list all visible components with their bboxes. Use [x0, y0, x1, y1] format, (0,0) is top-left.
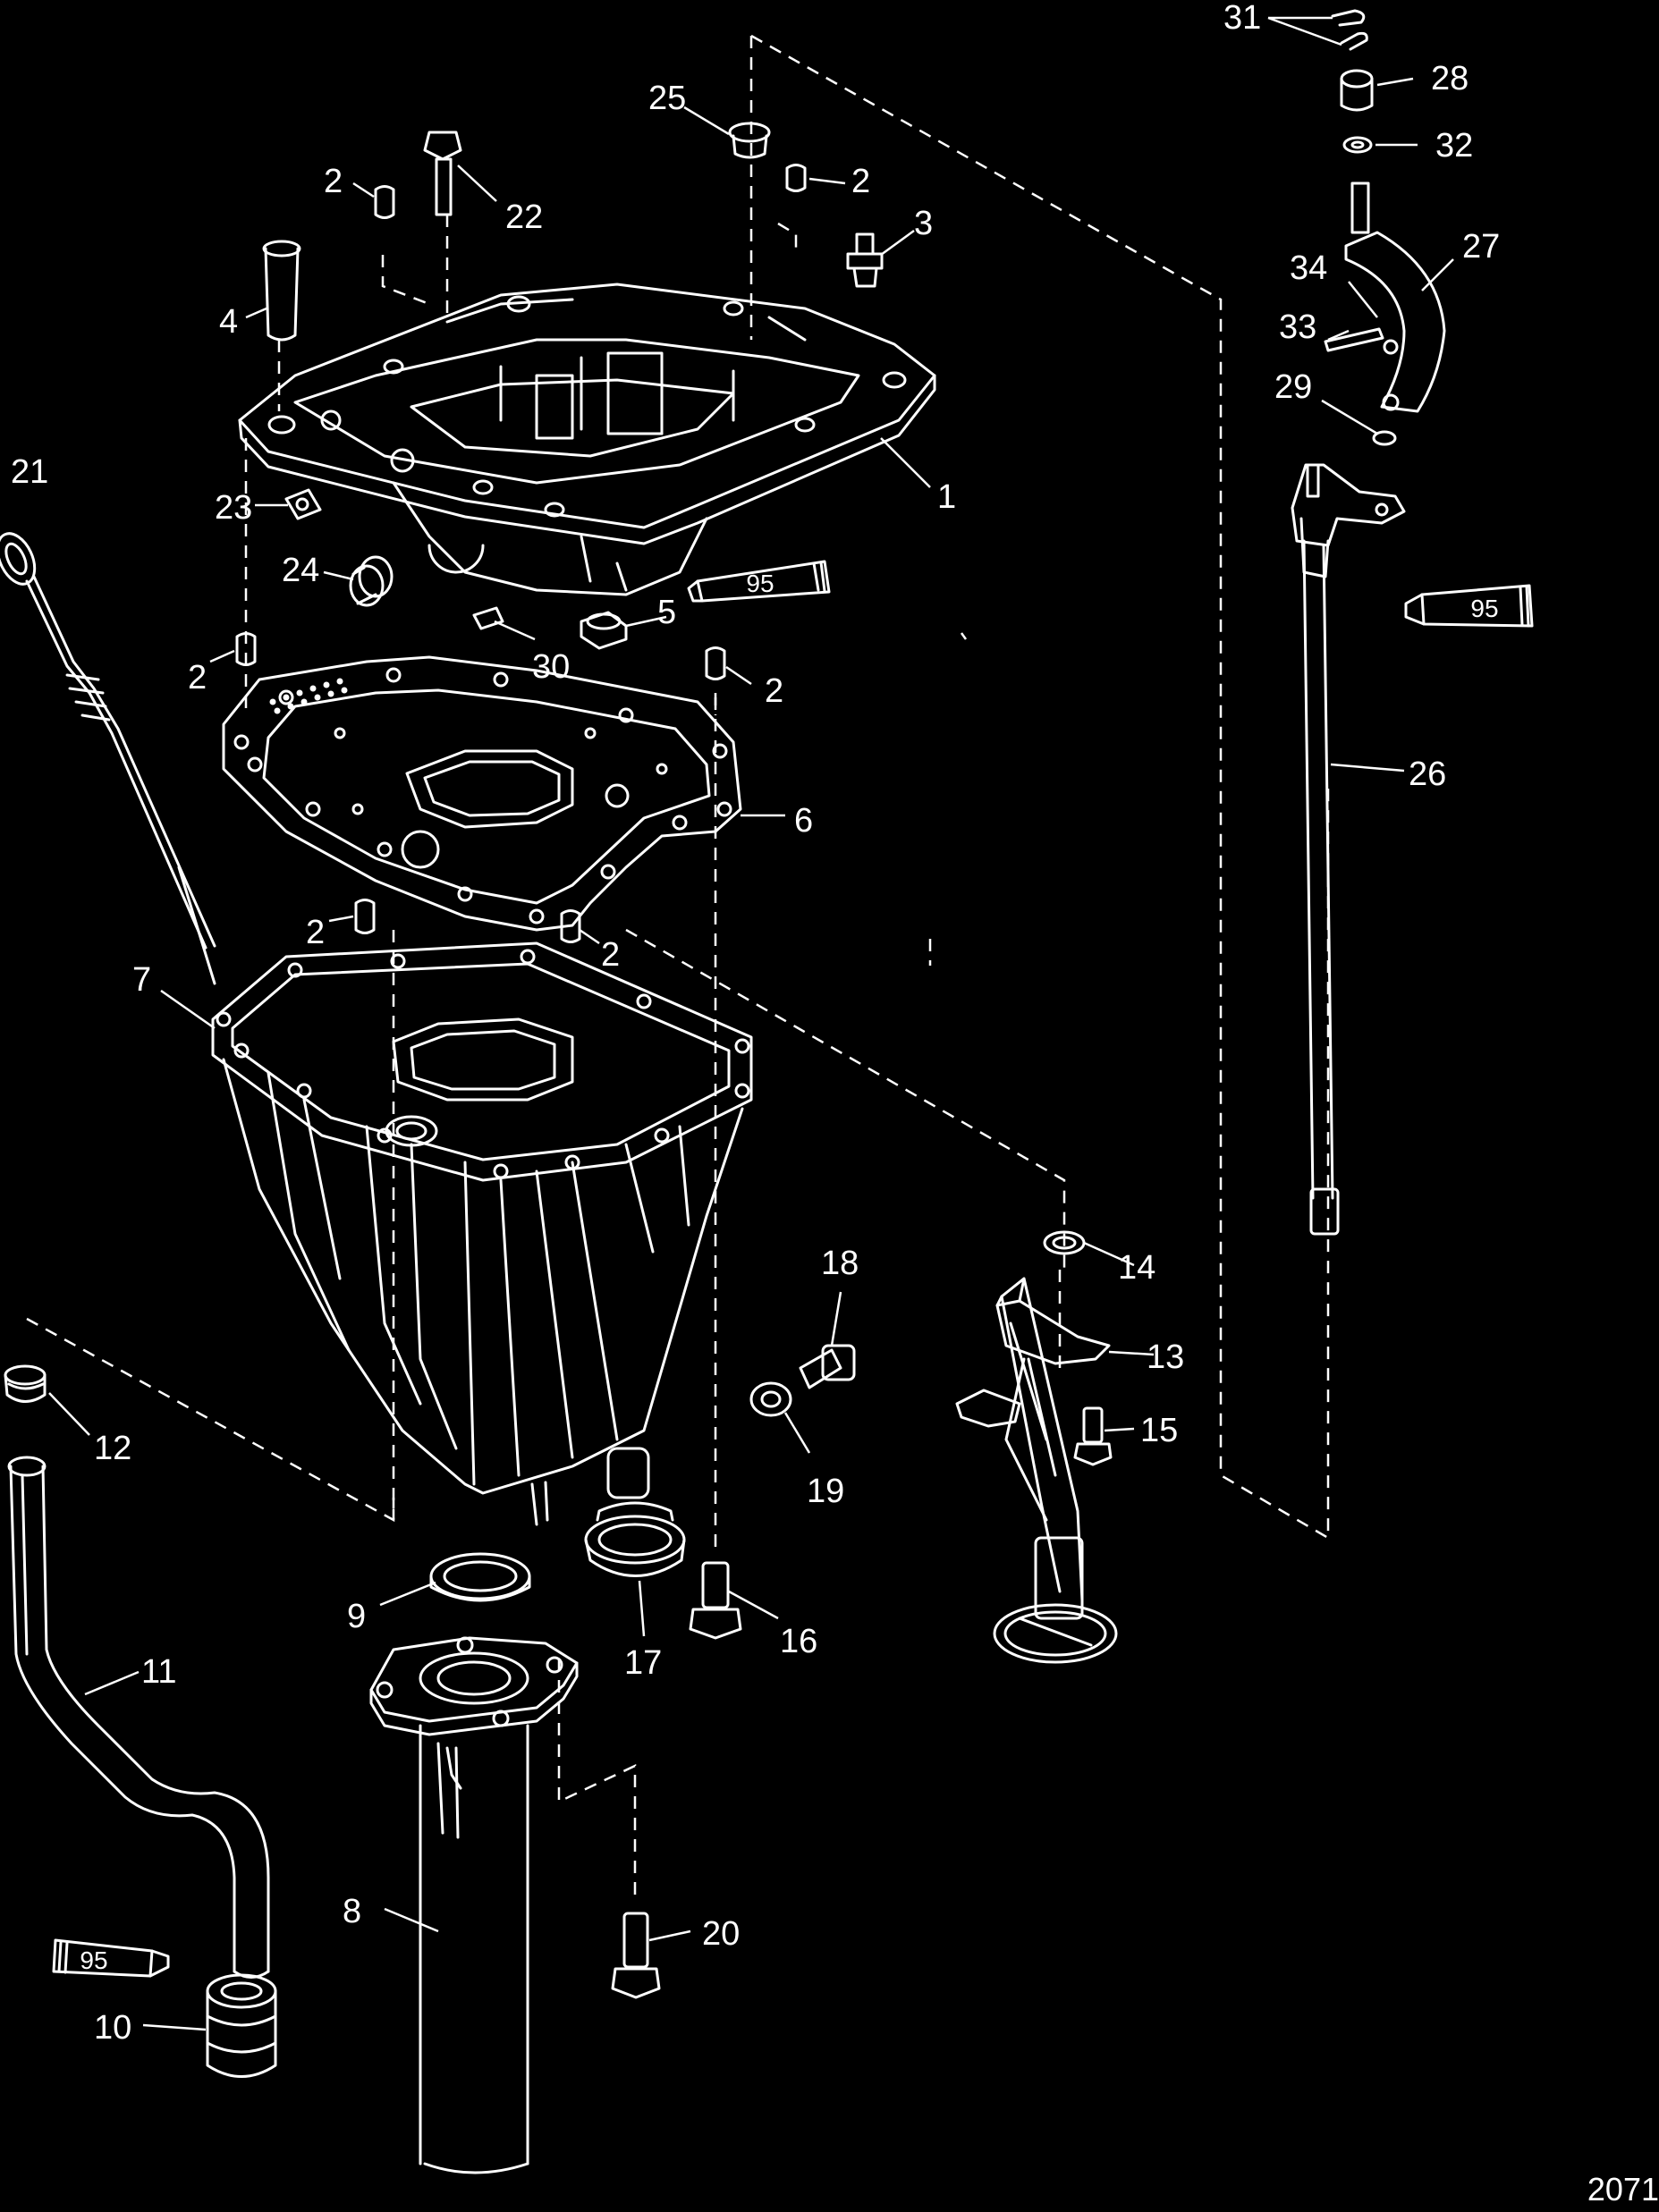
nut-29 — [1372, 430, 1397, 446]
oil-pickup — [955, 1230, 1118, 1664]
knob-28 — [1340, 69, 1374, 112]
gasket-bolt-holes — [233, 667, 732, 924]
plug-5 — [580, 611, 628, 650]
callout-15: 15 — [1140, 1412, 1178, 1449]
callout-7: 7 — [132, 961, 151, 999]
callout-31: 31 — [1223, 0, 1261, 37]
assembly-guide-lines — [26, 34, 1330, 1895]
callout-2-pan-left: 2 — [306, 914, 325, 951]
callout-18: 18 — [821, 1245, 859, 1282]
figure-code: 2071 — [1587, 2171, 1659, 2208]
bushing-25 — [728, 122, 771, 159]
callout-20: 20 — [702, 1915, 740, 1953]
drain-plug-18 — [799, 1344, 856, 1389]
bolt-16 — [689, 1561, 742, 1640]
adapter-plate — [238, 283, 936, 596]
callout-13: 13 — [1147, 1338, 1184, 1376]
fitting-30 — [472, 606, 504, 630]
callout-2-top-right: 2 — [851, 163, 870, 200]
callout-9: 9 — [347, 1598, 366, 1635]
bolt-22 — [423, 131, 462, 216]
gasket — [222, 655, 742, 932]
callout-14: 14 — [1118, 1249, 1155, 1287]
callout-22: 22 — [505, 198, 543, 236]
callout-19: 19 — [807, 1473, 844, 1510]
sealant-tube-left-label: 95 — [80, 1946, 107, 1974]
callout-29: 29 — [1274, 368, 1312, 406]
sealant-tube-right: 95 — [1404, 584, 1534, 628]
extension-housing — [369, 1636, 579, 2174]
sealant-tube-left: 95 — [52, 1938, 170, 1978]
leader-lines — [48, 16, 1454, 2031]
dipstick-21 — [0, 532, 216, 985]
seal — [584, 1501, 686, 1577]
sleeve-4 — [262, 240, 301, 342]
callout-16: 16 — [780, 1623, 817, 1660]
grommet-10 — [206, 1973, 277, 2078]
grommet-12 — [4, 1364, 47, 1403]
sealant-tube-top-label: 95 — [746, 570, 774, 597]
callout-30: 30 — [532, 648, 570, 686]
dowel-pins — [235, 164, 807, 943]
plug-23 — [284, 488, 322, 520]
callout-2-pan-right: 2 — [601, 936, 620, 974]
callout-34: 34 — [1290, 249, 1327, 287]
callout-2-gasket-left: 2 — [188, 659, 207, 697]
hose-11 — [7, 1456, 270, 1979]
sealant-tube-top: 95 — [687, 560, 831, 603]
callout-12: 12 — [94, 1430, 131, 1467]
callout-26: 26 — [1409, 756, 1446, 793]
callout-3: 3 — [914, 205, 933, 242]
callout-21: 21 — [11, 453, 48, 491]
callout-25: 25 — [648, 80, 686, 117]
callout-10: 10 — [94, 2009, 131, 2047]
oil-pan-bolt-holes — [216, 949, 750, 1179]
callout-11: 11 — [141, 1653, 176, 1691]
callout-5: 5 — [657, 594, 676, 631]
bolt-20 — [611, 1912, 661, 1999]
pin-33 — [1324, 327, 1384, 352]
callout-6: 6 — [794, 802, 813, 840]
callout-2-top-left: 2 — [324, 163, 343, 200]
callout-32: 32 — [1435, 127, 1473, 165]
callout-17: 17 — [624, 1644, 662, 1682]
shift-lever-27 — [1344, 182, 1446, 413]
clip-31 — [1331, 9, 1368, 51]
sealant-tube-right-label: 95 — [1470, 595, 1498, 622]
fitting-3 — [846, 232, 884, 288]
shift-shaft-26 — [1291, 463, 1406, 1236]
callout-numbers: 31 28 32 25 2 22 2 3 4 34 27 33 29 21 1 … — [11, 0, 1500, 2047]
callout-8: 8 — [343, 1893, 361, 1930]
seal-ring — [429, 1552, 531, 1602]
callout-27: 27 — [1462, 228, 1500, 266]
callout-4: 4 — [219, 303, 238, 341]
gasket-perforations — [269, 678, 348, 714]
callout-1: 1 — [937, 478, 956, 516]
washer-19 — [749, 1381, 792, 1417]
callout-2-gasket-right: 2 — [765, 672, 783, 710]
bushing-24 — [349, 555, 394, 607]
callout-23: 23 — [215, 489, 252, 527]
callout-33: 33 — [1279, 308, 1316, 346]
callout-28: 28 — [1431, 60, 1469, 97]
washer-32 — [1342, 136, 1373, 154]
callout-24: 24 — [282, 552, 319, 589]
oil-pan — [211, 941, 753, 1526]
